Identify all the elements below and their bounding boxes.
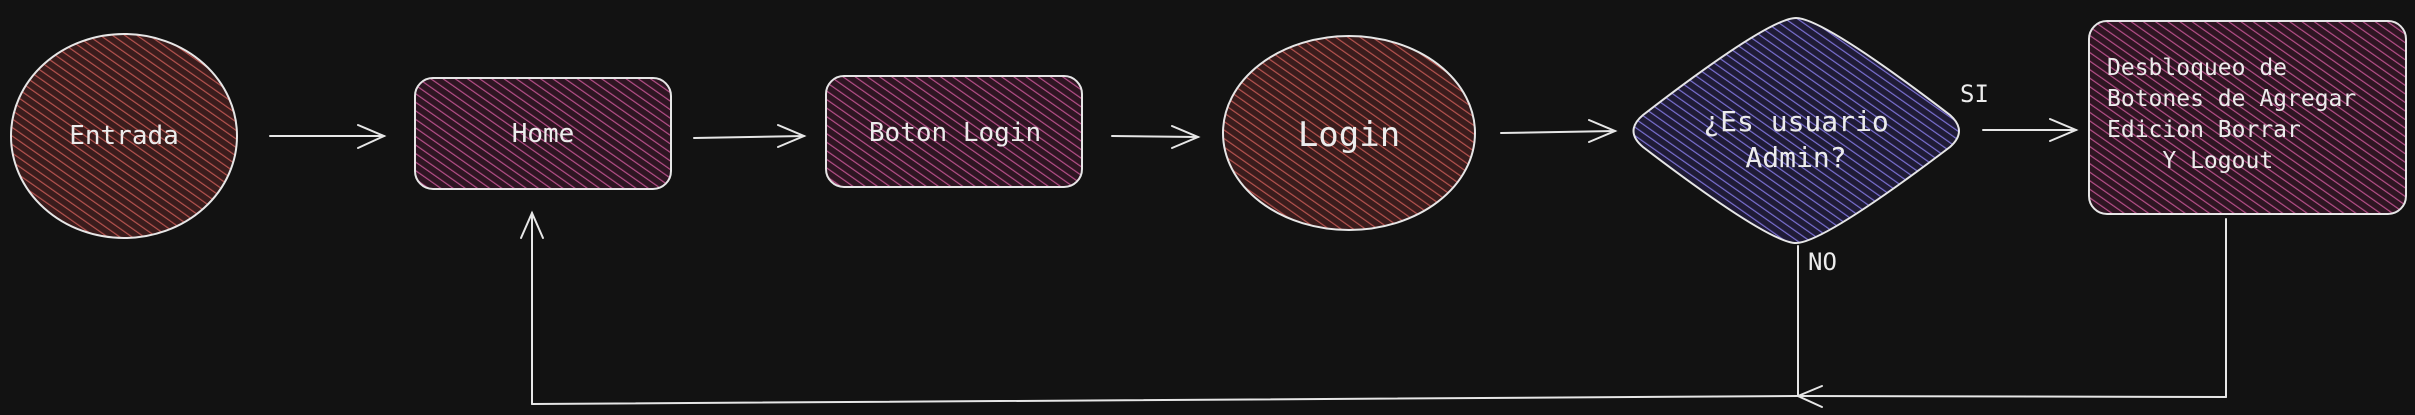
- node-login[interactable]: [1222, 35, 1476, 231]
- node-entrada-label: Entrada: [69, 121, 179, 151]
- node-desbloqueo-label: Desbloqueo de Botones de Agregar Edicion…: [2107, 55, 2357, 174]
- edge-label-no: NO: [1808, 248, 1837, 276]
- node-admin-decision[interactable]: [1632, 16, 1960, 245]
- node-login-label: Login: [1297, 115, 1401, 155]
- node-admin-decision-label: ¿Es usuario Admin?: [1703, 105, 1889, 174]
- arrow-login-to-decision: [1500, 119, 1618, 143]
- node-entrada[interactable]: [10, 33, 238, 239]
- node-home-label: Home: [511, 119, 575, 149]
- arrow-return-to-home: [520, 210, 1799, 405]
- edge-label-si: SI: [1960, 80, 1989, 108]
- node-boton-login[interactable]: [825, 75, 1083, 188]
- node-home[interactable]: [414, 77, 672, 190]
- arrow-desbloqueo-return: [1795, 218, 2227, 408]
- arrow-boton-login-to-login: [1111, 125, 1201, 149]
- node-boton-login-label: Boton Login: [868, 118, 1042, 148]
- arrow-entrada-to-home: [269, 124, 387, 149]
- arrow-decision-si-to-desbloqueo: [1982, 118, 2079, 142]
- arrow-home-to-boton-login: [693, 124, 807, 148]
- node-desbloqueo[interactable]: [2088, 20, 2407, 215]
